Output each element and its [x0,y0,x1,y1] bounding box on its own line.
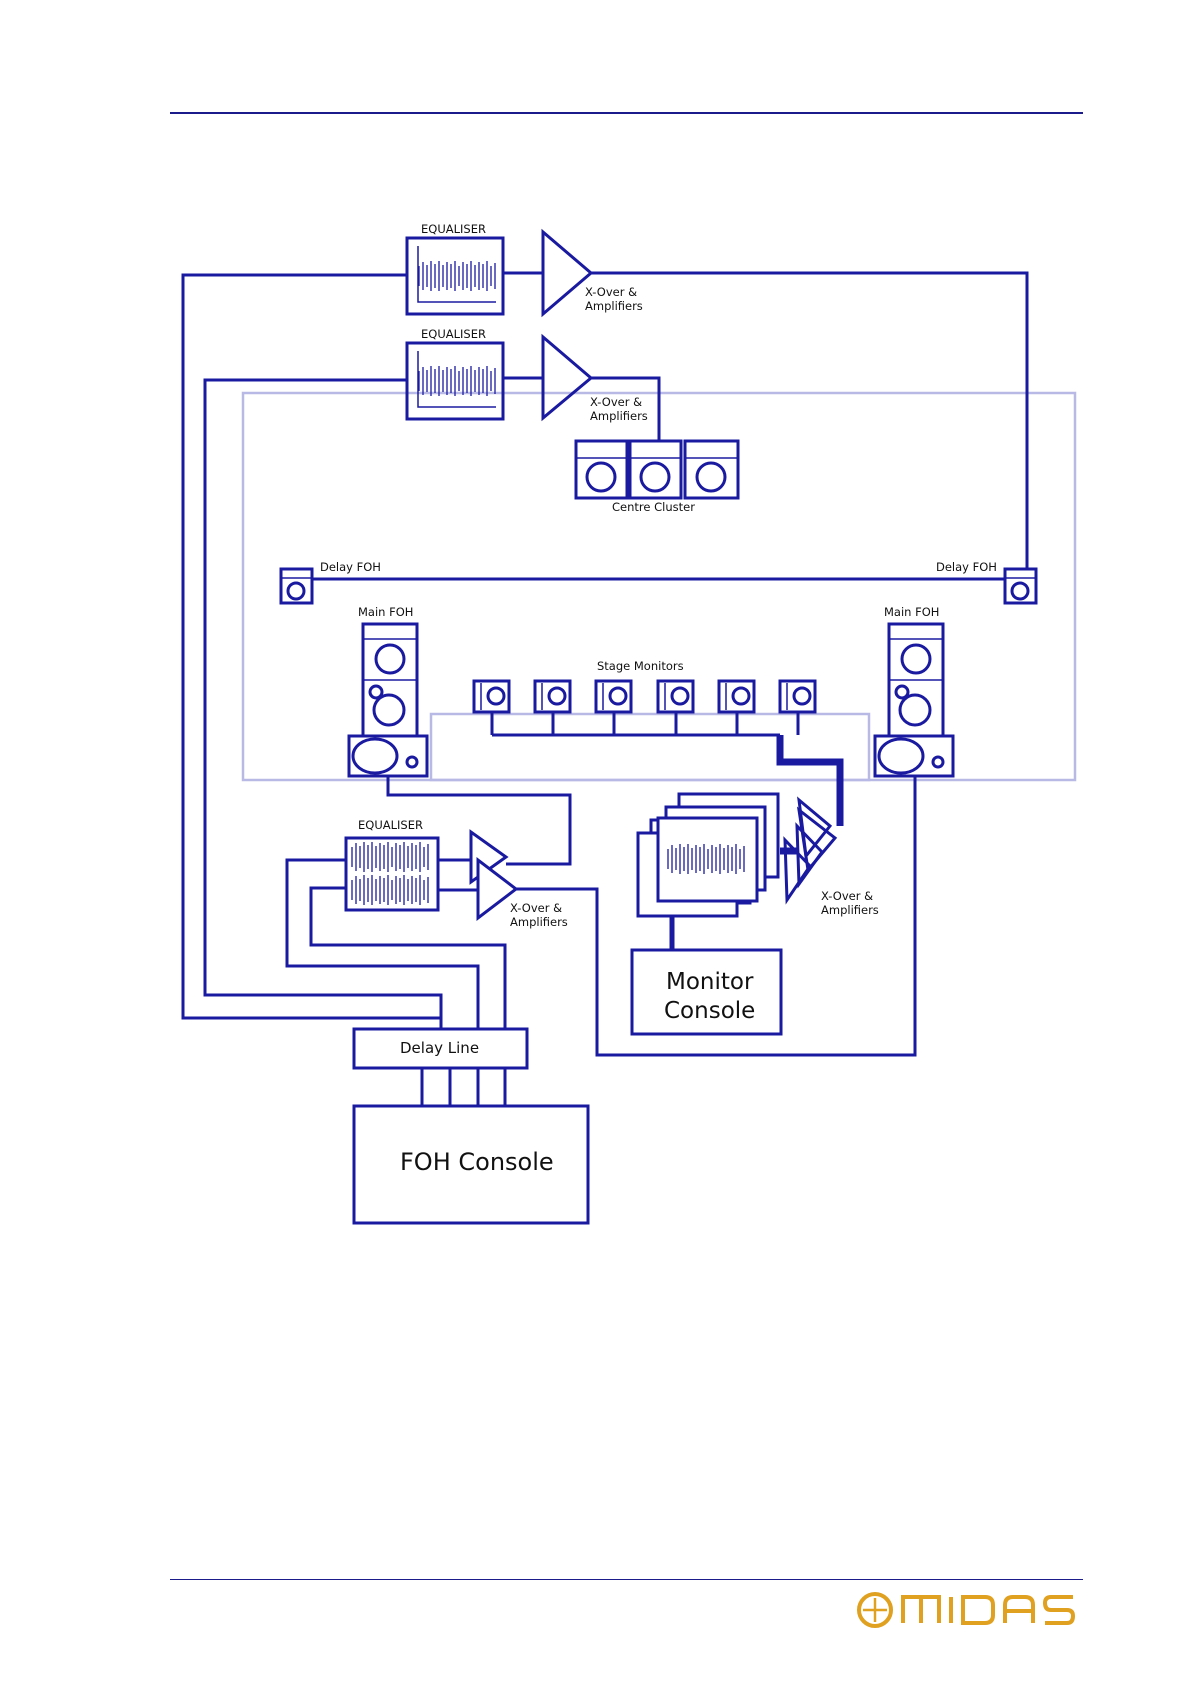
monitor-console-line2: Console [664,998,755,1024]
main-foh-right-label: Main FOH [884,605,939,619]
equaliser-bottom [346,838,438,910]
delay-foh-right-label: Delay FOH [936,560,997,574]
stage-monitors-icon [474,681,815,712]
midas-logo [855,1585,1085,1635]
amplifier-top-icon [543,232,591,314]
equaliser-top [407,238,503,314]
delay-foh-left-speaker-icon [281,569,312,603]
main-foh-right-speaker-icon [875,624,953,776]
main-foh-left-label: Main FOH [358,605,413,619]
amp-mon-line2: Amplifiers [821,903,879,917]
amp-foh-line2: Amplifiers [510,915,568,929]
amp2-line1: X-Over & [590,395,642,409]
delay-foh-left-label: Delay FOH [320,560,381,574]
centre-cluster-label: Centre Cluster [612,500,695,514]
monitor-equalisers-icon [638,794,778,916]
centre-cluster-icon [576,441,738,498]
amp1-line1: X-Over & [585,285,637,299]
amp1-line2: Amplifiers [585,299,643,313]
venue-outline [243,393,1075,780]
amplifier-second-icon [543,337,591,418]
foh-console-label: FOH Console [400,1148,554,1176]
equaliser-second [407,343,503,419]
stage-outline [431,714,869,780]
eq-top-label: EQUALISER [421,222,486,236]
delay-foh-right-speaker-icon [1005,569,1036,603]
delay-line-label: Delay Line [400,1039,479,1057]
eq-second-label: EQUALISER [421,327,486,341]
amp-mon-line1: X-Over & [821,889,873,903]
amp-foh-line1: X-Over & [510,901,562,915]
amp2-line2: Amplifiers [590,409,648,423]
main-foh-left-speaker-icon [349,624,427,776]
monitor-console-line1: Monitor [666,969,754,995]
stage-monitors-label: Stage Monitors [597,659,684,673]
eq-bottom-label: EQUALISER [358,818,423,832]
